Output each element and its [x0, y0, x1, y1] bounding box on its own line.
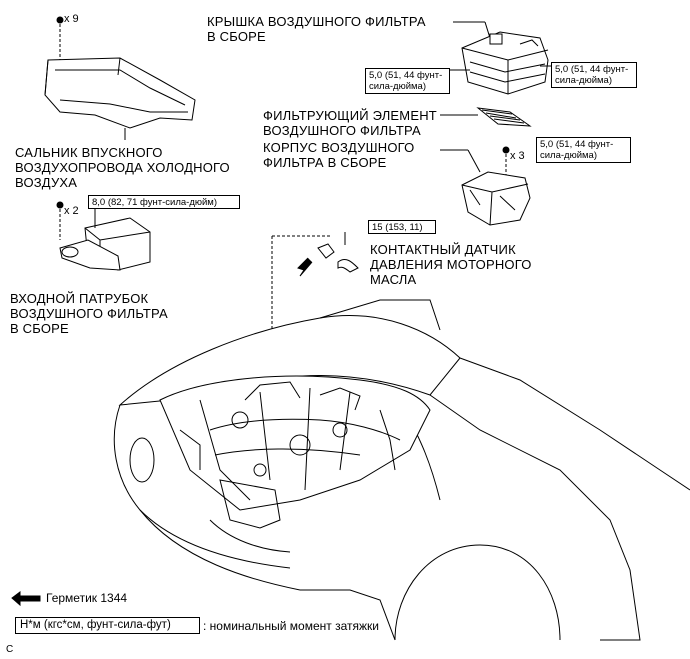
- torque-box-inlet: 8,0 (82, 71 фунт-сила-дюйм): [88, 195, 240, 209]
- filter-case-part: [440, 146, 531, 226]
- corner-mark: C: [6, 644, 14, 655]
- bolt-quantity-x9: x 9: [64, 13, 79, 25]
- torque-box-case: 5,0 (51, 44 фунт- сила-дюйма): [536, 137, 631, 163]
- oil-pressure-switch-part: [271, 232, 359, 330]
- filter-case-label: КОРПУС ВОЗДУШНОГО ФИЛЬТРА В СБОРЕ: [263, 140, 415, 170]
- torque-legend-key: Н*м (кгс*см, фунт-сила-фут): [15, 617, 200, 634]
- torque-box-cap-right: 5,0 (51, 44 фунт- сила-дюйма): [551, 62, 637, 88]
- cold-air-seal-label: САЛЬНИК ВПУСКНОГО ВОЗДУХОПРОВОДА ХОЛОДНО…: [15, 145, 230, 190]
- torque-box-cap-left: 5,0 (51, 44 фунт- сила-дюйма): [365, 68, 450, 94]
- cold-air-seal-part: [44, 16, 196, 140]
- sealant-legend-text: Герметик 1344: [46, 591, 128, 605]
- vehicle-front: [113, 299, 690, 641]
- sealant-arrow-icon: [11, 591, 41, 607]
- inlet-assembly-part: [56, 201, 151, 271]
- oil-pressure-switch-label: КОНТАКТНЫЙ ДАТЧИК ДАВЛЕНИЯ МОТОРНОГО МАС…: [370, 242, 532, 287]
- bolt-quantity-x3: x 3: [510, 150, 525, 162]
- filter-element-label: ФИЛЬТРУЮЩИЙ ЭЛЕМЕНТ ВОЗДУШНОГО ФИЛЬТРА: [263, 108, 437, 138]
- inlet-assembly-label: ВХОДНОЙ ПАТРУБОК ВОЗДУШНОГО ФИЛЬТРА В СБ…: [10, 291, 168, 336]
- filter-element-part: [440, 107, 532, 127]
- torque-box-oil-switch: 15 (153, 11): [368, 220, 436, 234]
- filter-cap-part: [448, 21, 553, 95]
- bolt-quantity-x2: x 2: [64, 205, 79, 217]
- filter-cap-label: КРЫШКА ВОЗДУШНОГО ФИЛЬТРА В СБОРЕ: [207, 14, 426, 44]
- torque-legend-description: : номинальный момент затяжки: [203, 619, 379, 633]
